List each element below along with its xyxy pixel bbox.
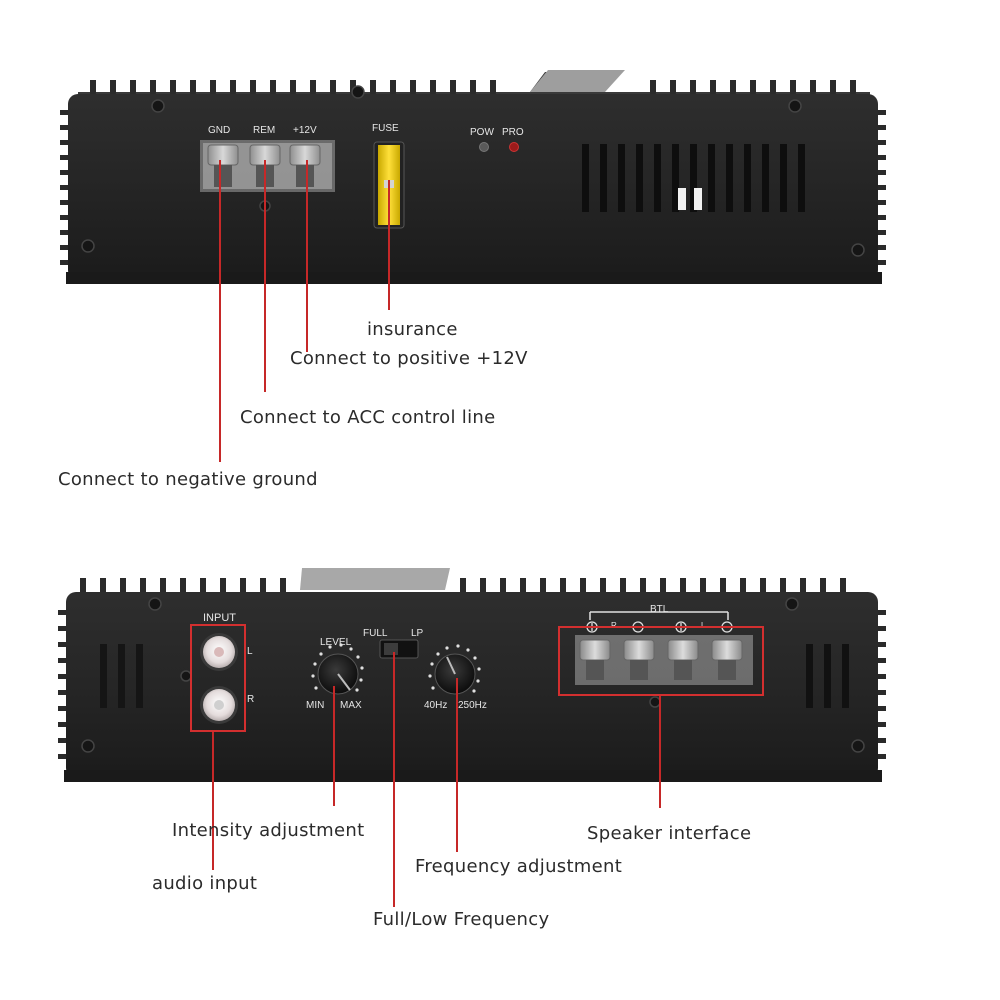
switch-lp-label: LP [411, 628, 424, 639]
pow-led-label: POW [470, 127, 494, 138]
ground-callout-line [219, 160, 221, 462]
full-low-callout-line [393, 652, 395, 907]
audio-input-callout: audio input [152, 873, 258, 894]
frequency-callout-line [456, 678, 458, 852]
frequency-callout: Frequency adjustment [415, 856, 623, 877]
insurance-callout: insurance [367, 319, 458, 340]
audio-input-highlight [190, 624, 246, 732]
acc-callout-line [264, 160, 266, 392]
insurance-callout-line [388, 180, 390, 310]
full-low-callout: Full/Low Frequency [373, 909, 550, 930]
speaker-r-mark: R [611, 621, 617, 630]
rem-terminal-label: REM [253, 125, 276, 136]
freq-high-label: 250Hz [458, 700, 487, 711]
level-min-label: MIN [306, 700, 325, 711]
switch-full-label: FULL [363, 628, 388, 639]
positive-callout-line [306, 160, 308, 352]
bottom-panel-illustration [58, 568, 886, 782]
gnd-terminal-label: GND [208, 125, 231, 136]
top-panel-illustration [60, 70, 886, 284]
level-label: LEVEL [320, 637, 352, 648]
speaker-interface-highlight [558, 626, 764, 696]
audio-input-callout-line [212, 732, 214, 870]
ground-callout: Connect to negative ground [58, 469, 318, 490]
btl-label: BTL [650, 604, 669, 615]
input-label: INPUT [203, 612, 236, 624]
freq-low-label: 40Hz [424, 700, 448, 711]
pro-led-label: PRO [502, 127, 524, 138]
plus12v-terminal-label: +12V [293, 125, 317, 136]
speaker-callout-line [659, 696, 661, 808]
speaker-l-mark: L [701, 621, 706, 630]
speaker-callout: Speaker interface [587, 823, 752, 844]
intensity-callout: Intensity adjustment [172, 820, 365, 841]
channel-r-label: R [247, 694, 255, 705]
positive-callout: Connect to positive +12V [290, 348, 528, 369]
channel-l-label: L [247, 646, 253, 657]
acc-callout: Connect to ACC control line [240, 407, 496, 428]
level-max-label: MAX [340, 700, 362, 711]
fuse-label: FUSE [372, 123, 399, 134]
intensity-callout-line [333, 686, 335, 806]
